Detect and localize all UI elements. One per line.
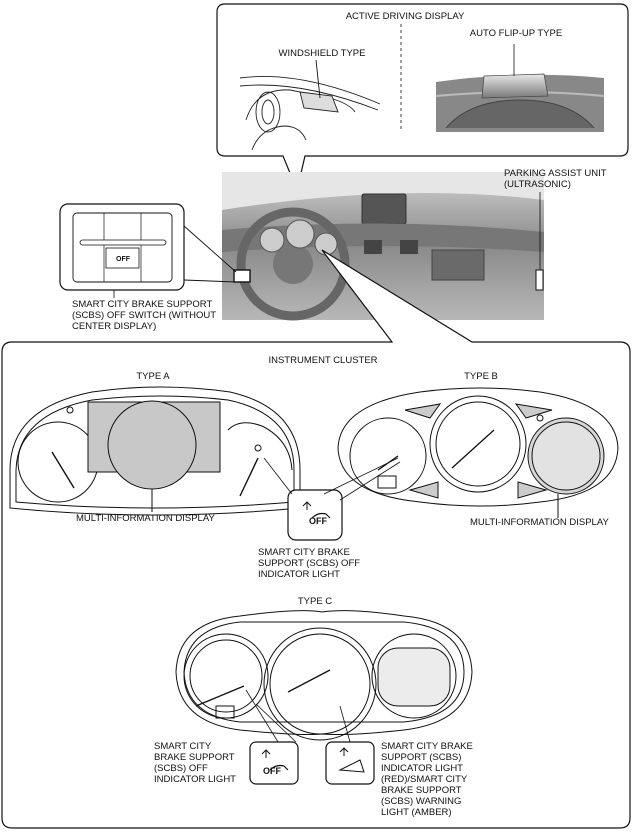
type-b-title: TYPE B [464,371,498,382]
type-a-cluster [9,386,301,516]
type-c-off-icon-box [249,741,299,785]
brake-warning-icon [261,749,271,758]
type-c-title: TYPE C [297,596,333,607]
active-driving-display-title: ACTIVE DRIVING DISPLAY [345,11,465,22]
brake-warning-icon [302,501,312,510]
type-c-scbs-warning-light-label: SMART CITY BRAKE SUPPORT (SCBS) INDICATO… [381,741,473,818]
type-c-warning-icon-box [325,741,375,785]
type-b-cluster [337,387,619,518]
type-c-cluster [175,610,473,743]
scbs-off-indicator-callout [263,457,401,541]
dashboard-photo [222,172,544,321]
auto-flip-up-illustration [435,44,605,132]
auto-flip-up-type-label: AUTO FLIP-UP TYPE [469,28,563,39]
instrument-cluster-title: INSTRUMENT CLUSTER [268,355,378,366]
brake-warning-icon [339,747,349,756]
type-a-multi-information-display-label: MULTI-INFORMATION DISPLAY [76,513,215,524]
windshield-type-illustration [239,59,381,151]
car-icon [269,764,289,771]
scbs-off-indicator-light-label: SMART CITY BRAKE SUPPORT (SCBS) OFF INDI… [258,547,361,580]
parking-assist-unit-label: PARKING ASSIST UNIT (ULTRASONIC) [504,168,607,190]
scbs-switch-off-text: OFF [116,256,130,263]
type-b-multi-information-display-label: MULTI-INFORMATION DISPLAY [470,517,609,528]
windshield-type-label: WINDSHIELD TYPE [278,48,366,59]
type-a-title: TYPE A [136,371,170,382]
type-c-off-icon-text: OFF [263,766,281,776]
type-c-scbs-off-indicator-label: SMART CITY BRAKE SUPPORT (SCBS) OFF INDI… [154,741,236,785]
car-icon [311,512,331,519]
scbs-off-switch-label: SMART CITY BRAKE SUPPORT (SCBS) OFF SWIT… [72,299,217,332]
collision-warning-icon [338,759,365,773]
scbs-switch-inset [59,203,237,298]
scbs-off-icon-text: OFF [309,516,327,526]
